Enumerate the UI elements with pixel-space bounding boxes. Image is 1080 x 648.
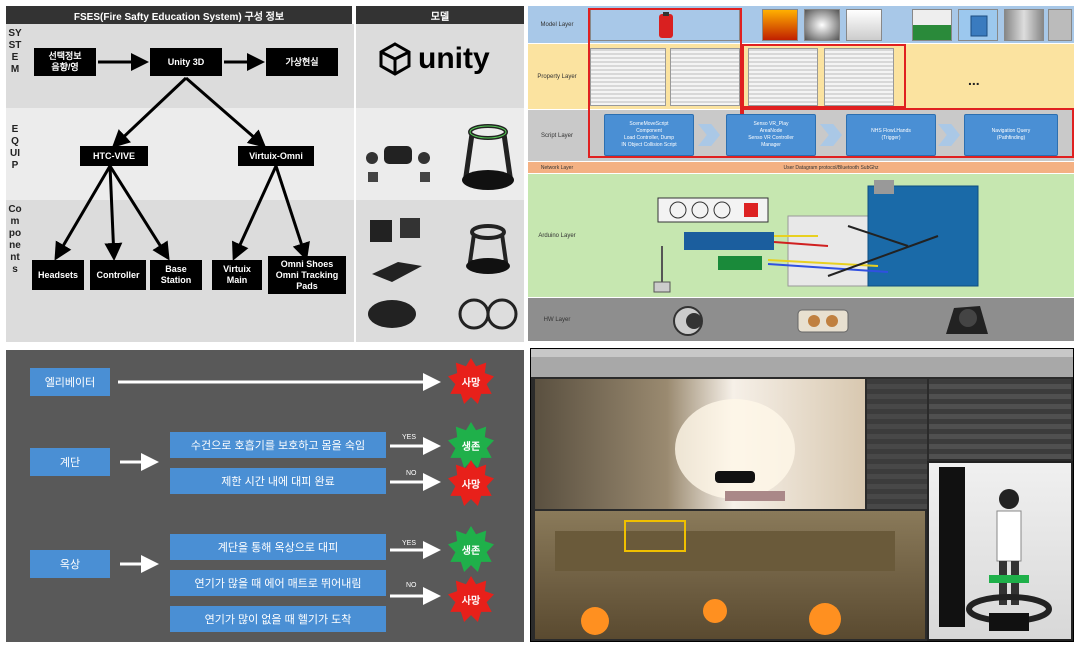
chevron-arrow-2 [820, 124, 842, 146]
stairs-step-2: 제한 시간 내에 대피 완료 [170, 468, 386, 494]
scene-view-building [535, 511, 925, 639]
model-layer-label: Model Layer [540, 21, 574, 28]
layer-architecture-panel: Model Layer Property Layer Script Layer … [528, 6, 1074, 342]
system-row-label: SYSTEM [8, 28, 22, 75]
arduino-layer-label: Arduino Layer [538, 232, 576, 239]
roof-step-3: 연기가 많이 없을 때 헬기가 도착 [170, 606, 386, 632]
vr-user-photo [927, 461, 1073, 641]
box-thumbnail [958, 9, 998, 41]
system-architecture-panel: FSES(Fire Safty Education System) 구성 정보 … [6, 6, 524, 342]
editor-title-bar [531, 349, 1073, 357]
breadboard-icon [787, 215, 881, 287]
virtual-reality-box: 가상현실 [266, 48, 338, 76]
column-divider [354, 6, 356, 342]
network-layer-label: Network Layer [540, 164, 574, 171]
hardware-images [673, 306, 988, 336]
highlight-box-mid [742, 44, 906, 108]
htc-vive-box: HTC-VIVE [80, 146, 148, 166]
more-ellipsis: ... [968, 72, 980, 88]
unity-logo: unity [378, 42, 490, 76]
virtuix-omni-box: Virtuix-Omni [238, 146, 314, 166]
unity-3d-box: Unity 3D [150, 48, 222, 76]
unity-editor-screenshot [530, 348, 1074, 642]
script-box-2: Senso VR_Play AreaNode Senso VR Controll… [726, 114, 816, 156]
hierarchy-panel [867, 379, 927, 509]
property-inspector-1 [590, 48, 666, 106]
game-view-fire-scene [535, 379, 865, 509]
roof-yes-label: YES [402, 540, 417, 547]
roof-box: 옥상 [30, 550, 110, 578]
fountain-thumbnail [846, 9, 882, 41]
arduino-board-icon [867, 185, 979, 287]
building-thumbnail [1004, 9, 1044, 41]
property-inspector-2 [670, 48, 740, 106]
headsets-box: Headsets [32, 260, 84, 290]
evacuation-scenario-panel: 엘리베이터 사망 계단 수건으로 호흡기를 보호하고 몸을 숙임 제한 시간 내… [6, 350, 524, 642]
network-protocol-text: User Datagram protocol/Bluetooth SubGhz [783, 164, 879, 171]
bluetooth-module-icon [684, 232, 774, 250]
unity-cube-icon [379, 42, 411, 76]
omni-shoes-box: Omni Shoes Omni Tracking Pads [268, 256, 346, 294]
components-row-label: Components [8, 204, 22, 275]
equip-row-label: EQUIP [10, 124, 20, 171]
script-box-3: NHS FlowLHands (Trigger) [846, 114, 936, 156]
controller-box: Controller [90, 260, 146, 290]
system-header: FSES(Fire Safty Education System) 구성 정보 [6, 6, 352, 24]
smoke-thumbnail [804, 9, 840, 41]
base-station-box: Base Station [150, 260, 202, 290]
component-images [368, 218, 518, 330]
fire-thumbnail [762, 9, 798, 41]
stairs-step-1: 수건으로 호흡기를 보호하고 몸을 숙임 [170, 432, 386, 458]
stairs-box: 계단 [30, 448, 110, 476]
unity-wordmark: unity [418, 42, 490, 75]
script-box-1: SceneMoveScript Component Load Controlle… [604, 114, 694, 156]
script-box-4: Navigation Query (Pathfinding) [964, 114, 1058, 156]
vr-equipment-images [366, 124, 514, 190]
roof-step-2: 연기가 많을 때 에어 매트로 뛰어내림 [170, 570, 386, 596]
roof-no-label: NO [406, 582, 417, 589]
roof-step-1: 계단을 통해 옥상으로 대피 [170, 534, 386, 560]
network-layer: Network Layer User Datagram protocol/Blu… [528, 162, 1074, 174]
virtuix-main-box: Virtuix Main [212, 260, 262, 290]
model-header: 모델 [356, 6, 524, 24]
hw-layer-label: HW Layer [543, 316, 571, 323]
elevator-box: 엘리베이터 [30, 368, 110, 396]
vive-headset-icon [366, 146, 430, 182]
arduino-wiring-diagram [653, 180, 979, 293]
script-layer-label: Script Layer [540, 132, 573, 139]
property-inspector-3 [748, 48, 818, 106]
architecture-arrows [54, 53, 310, 261]
extinguisher-thumbnail [590, 9, 740, 41]
input-info-box: 선택정보 음향/영 [34, 48, 96, 76]
scenario-arrows [118, 373, 441, 605]
chevron-arrow-3 [938, 124, 960, 146]
chevron-arrow-1 [698, 124, 720, 146]
stairs-yes-label: YES [402, 434, 417, 441]
omni-treadmill-icon [462, 124, 514, 190]
property-inspector-4 [824, 48, 894, 106]
editor-toolbar [531, 357, 1073, 377]
highlight-box-left [588, 8, 742, 158]
field-thumbnail [912, 9, 952, 41]
property-layer-label: Property Layer [537, 73, 577, 80]
inspector-panel [929, 379, 1071, 459]
room-thumbnail [1048, 9, 1072, 41]
stairs-no-label: NO [406, 470, 417, 477]
vibration-pad-icon [797, 309, 849, 333]
